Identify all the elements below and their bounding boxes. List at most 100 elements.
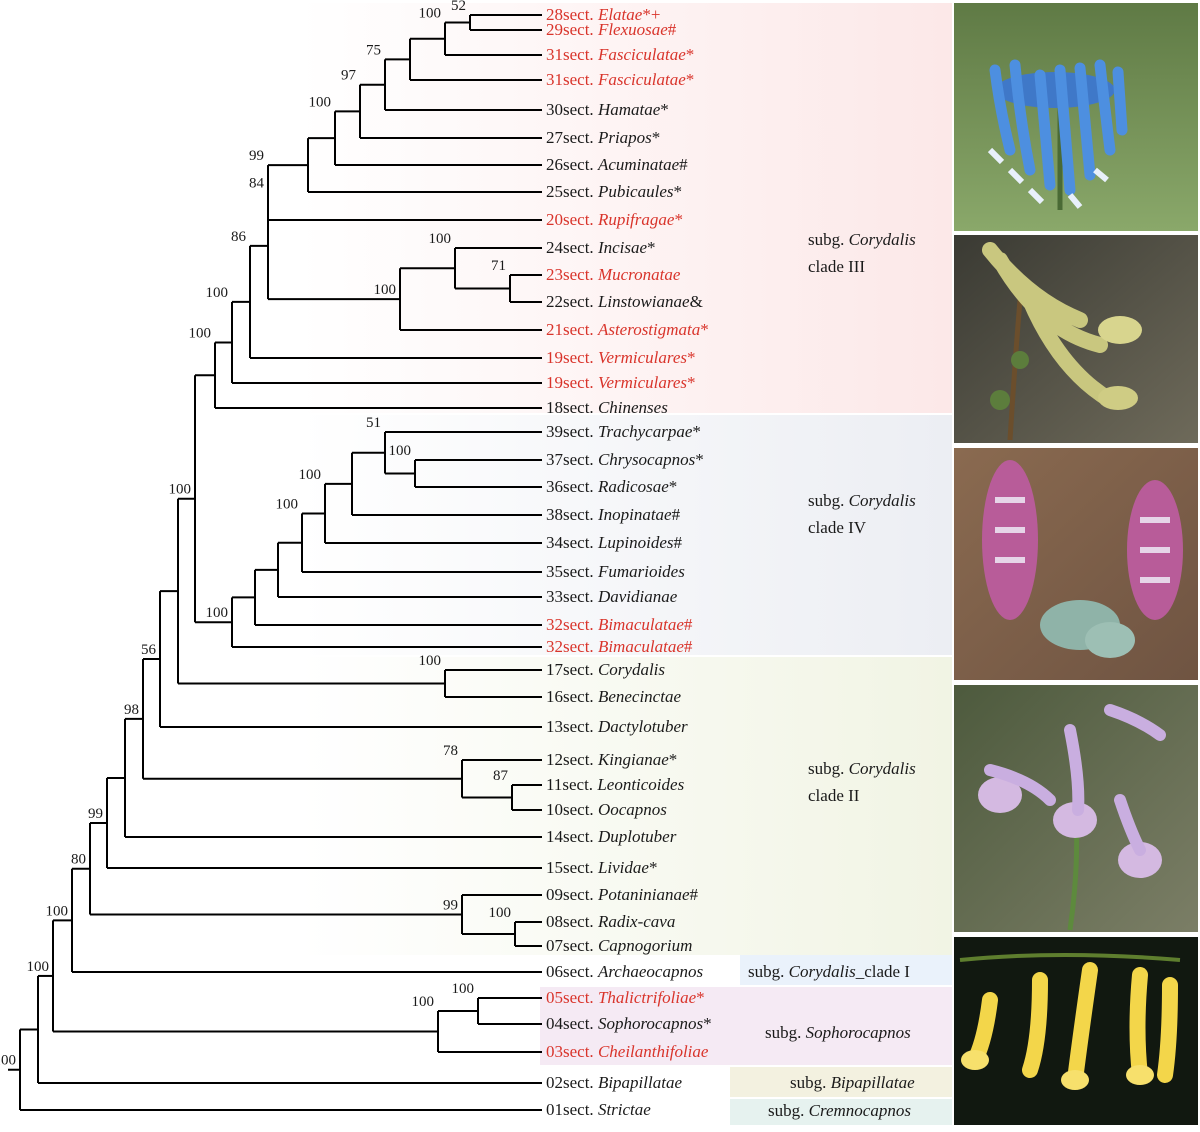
support-value: 99 bbox=[443, 898, 458, 914]
taxon-name: Vermiculares bbox=[598, 348, 687, 367]
taxon-sect: sect. bbox=[563, 988, 598, 1007]
taxon-num: 01 bbox=[546, 1100, 563, 1119]
taxon-name: Fumarioides bbox=[597, 562, 685, 581]
taxon-suffix: * bbox=[703, 1014, 712, 1033]
taxon-name: Oocapnos bbox=[598, 800, 667, 819]
taxon-sect: sect. bbox=[563, 533, 598, 552]
taxon-num: 22 bbox=[546, 292, 563, 311]
taxon-suffix: # bbox=[684, 615, 693, 634]
taxon-suffix: * bbox=[649, 858, 658, 877]
taxon-label: 39sect. Trachycarpae* bbox=[546, 422, 701, 441]
subgenus-clade: _clade I bbox=[855, 962, 911, 981]
taxon-num: 12 bbox=[546, 750, 563, 769]
taxon-label: 08sect. Radix-cava bbox=[546, 912, 675, 931]
taxon-label: 20sect. Rupifragae* bbox=[546, 210, 683, 229]
subgenus-name: Corydalis bbox=[849, 759, 916, 778]
taxon-suffix: # bbox=[679, 155, 688, 174]
taxon-suffix: * bbox=[647, 238, 656, 257]
photo-panel bbox=[954, 3, 1198, 1125]
subgenus-label-cremnocapnos: subg. Cremnocapnos bbox=[768, 1101, 911, 1120]
taxon-sect: sect. bbox=[563, 1042, 598, 1061]
taxon-name: Archaeocapnos bbox=[597, 962, 704, 981]
support-value: 84 bbox=[249, 176, 265, 192]
support-value: 100 bbox=[206, 285, 229, 301]
taxon-suffix: # bbox=[672, 505, 681, 524]
taxon-num: 04 bbox=[546, 1014, 564, 1033]
taxon-sect: sect. bbox=[563, 660, 598, 679]
band-clade-i bbox=[740, 955, 952, 985]
taxon-suffix: * bbox=[692, 422, 701, 441]
support-value: 100 bbox=[309, 94, 332, 110]
taxon-sect: sect. bbox=[563, 615, 598, 634]
taxon-label: 07sect. Capnogorium bbox=[546, 936, 692, 955]
taxon-name: Priapos bbox=[597, 128, 652, 147]
taxon-suffix: # bbox=[674, 533, 683, 552]
taxon-sect: sect. bbox=[563, 562, 598, 581]
taxon-suffix: * bbox=[687, 348, 696, 367]
taxon-label: 04sect. Sophorocapnos* bbox=[546, 1014, 712, 1033]
subgenus-prefix: subg. bbox=[748, 962, 789, 981]
taxon-name: Bipapillatae bbox=[598, 1073, 683, 1092]
support-value: 97 bbox=[341, 68, 357, 84]
taxon-num: 36 bbox=[546, 477, 563, 496]
support-value: 99 bbox=[88, 806, 103, 822]
taxon-label: 38sect. Inopinatae# bbox=[546, 505, 681, 524]
subgenus-prefix: subg. bbox=[768, 1101, 809, 1120]
subgenus-clade-label: clade IV bbox=[808, 518, 867, 537]
taxon-label: 23sect. Mucronatae bbox=[546, 265, 681, 284]
taxon-label: 37sect. Chrysocapnos* bbox=[546, 450, 704, 469]
taxon-label: 13sect. Dactylotuber bbox=[546, 717, 688, 736]
taxon-num: 16 bbox=[546, 687, 563, 706]
taxon-suffix: * bbox=[687, 373, 696, 392]
taxon-sect: sect. bbox=[563, 1014, 598, 1033]
taxon-sect: sect. bbox=[563, 450, 598, 469]
taxon-sect: sect. bbox=[563, 348, 598, 367]
taxon-label: 19sect. Vermiculares* bbox=[546, 348, 696, 367]
taxon-label: 12sect. Kingianae* bbox=[546, 750, 677, 769]
taxon-name: Linstowianae bbox=[597, 292, 690, 311]
taxon-suffix: * bbox=[669, 477, 678, 496]
taxon-num: 31 bbox=[546, 45, 563, 64]
taxon-num: 10 bbox=[546, 800, 563, 819]
taxon-name: Dactylotuber bbox=[597, 717, 688, 736]
taxon-num: 23 bbox=[546, 265, 563, 284]
taxon-num: 11 bbox=[546, 775, 562, 794]
taxon-sect: sect. bbox=[563, 587, 598, 606]
taxon-label: 05sect. Thalictrifoliae* bbox=[546, 988, 705, 1007]
taxon-name: Bimaculatae bbox=[598, 615, 684, 634]
band-sophorocapnos bbox=[540, 987, 952, 1065]
taxon-label: 31sect. Fasciculatae* bbox=[546, 70, 694, 89]
taxon-label: 34sect. Lupinoides# bbox=[546, 533, 683, 552]
taxon-num: 05 bbox=[546, 988, 563, 1007]
purple-spotted-corydalis-flower-photo bbox=[954, 448, 1198, 680]
taxon-sect: sect. bbox=[563, 45, 598, 64]
taxon-num: 15 bbox=[546, 858, 563, 877]
taxon-sect: sect. bbox=[563, 687, 598, 706]
subgenus-name: Cremnocapnos bbox=[809, 1101, 912, 1120]
support-value: 52 bbox=[451, 0, 466, 14]
taxon-name: Fasciculatae bbox=[597, 70, 686, 89]
taxon-name: Hamatae bbox=[597, 100, 661, 119]
taxon-label: 17sect. Corydalis bbox=[546, 660, 665, 679]
taxon-name: Mucronatae bbox=[597, 265, 681, 284]
taxon-label: 33sect. Davidianae bbox=[546, 587, 678, 606]
taxon-sect: sect. bbox=[563, 373, 598, 392]
taxon-name: Fasciculatae bbox=[597, 45, 686, 64]
support-value: 75 bbox=[366, 42, 381, 58]
subgenus-name: Sophorocapnos bbox=[806, 1023, 912, 1042]
support-value: 100 bbox=[206, 605, 229, 621]
subgenus-prefix: subg. bbox=[765, 1023, 806, 1042]
subgenus-clade-label: clade III bbox=[808, 257, 865, 276]
support-value: 100 bbox=[299, 467, 322, 483]
taxon-num: 28 bbox=[546, 5, 563, 24]
support-value: 100 bbox=[412, 994, 435, 1010]
taxon-num: 34 bbox=[546, 533, 564, 552]
taxon-num: 37 bbox=[546, 450, 564, 469]
taxon-num: 30 bbox=[546, 100, 563, 119]
taxon-sect: sect. bbox=[563, 750, 598, 769]
taxon-label: 26sect. Acuminatae# bbox=[546, 155, 688, 174]
taxon-num: 35 bbox=[546, 562, 563, 581]
